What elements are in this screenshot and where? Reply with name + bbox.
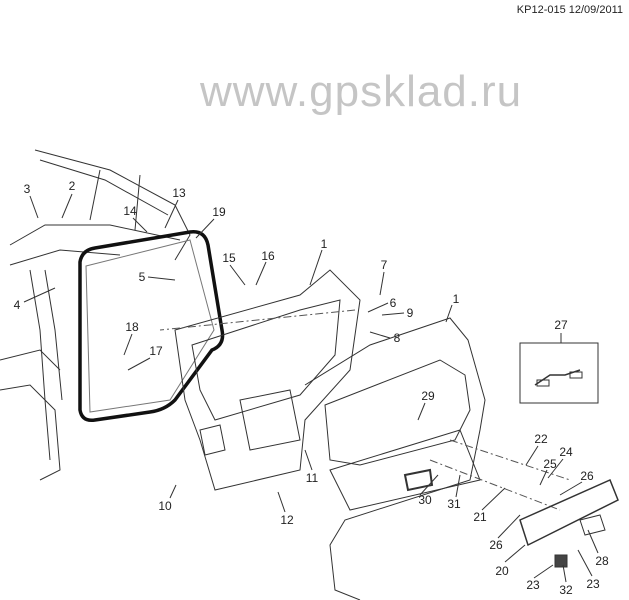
callout-leaders: [23, 193, 599, 583]
inset-box-27: [519, 342, 599, 404]
callout-7: 7: [380, 258, 388, 272]
callout-13: 13: [172, 186, 186, 200]
callout-23: 23: [526, 578, 540, 592]
callout-31: 31: [447, 497, 461, 511]
callout-3: 3: [23, 182, 31, 196]
callout-27: 27: [554, 318, 568, 332]
callout-21: 21: [473, 510, 487, 524]
callout-29: 29: [421, 389, 435, 403]
callout-15: 15: [222, 251, 236, 265]
callout-1: 1: [452, 292, 460, 306]
callout-28: 28: [595, 554, 609, 568]
callout-32: 32: [559, 583, 573, 597]
callout-30: 30: [418, 493, 432, 507]
callout-11: 11: [305, 471, 319, 485]
callout-8: 8: [393, 331, 401, 345]
assembly-lines: [159, 309, 571, 511]
callout-24: 24: [559, 445, 573, 459]
callout-23: 23: [586, 577, 600, 591]
liftgate-inner: [174, 269, 361, 491]
callout-10: 10: [158, 499, 172, 513]
callout-6: 6: [389, 296, 397, 310]
callout-22: 22: [534, 432, 548, 446]
body-structure: [0, 149, 191, 481]
callout-19: 19: [212, 205, 226, 219]
callout-18: 18: [125, 320, 139, 334]
callout-17: 17: [149, 344, 163, 358]
applique-bar: [519, 478, 619, 547]
callout-14: 14: [123, 204, 137, 218]
callout-2: 2: [68, 179, 76, 193]
liftgate-outer-panel: [304, 317, 486, 600]
callout-20: 20: [495, 564, 509, 578]
callout-26: 26: [489, 538, 503, 552]
emblem: [579, 514, 606, 536]
callout-9: 9: [406, 306, 414, 320]
callout-26: 26: [580, 469, 594, 483]
callout-25: 25: [543, 457, 557, 471]
callout-12: 12: [280, 513, 294, 527]
watermark: www.gpsklad.ru: [200, 67, 523, 116]
weatherstrip-seal: [78, 230, 225, 423]
diagram-reference: KP12-015 12/09/2011: [516, 4, 623, 16]
callout-4: 4: [13, 298, 21, 312]
callout-1: 1: [320, 237, 328, 251]
camera: [554, 554, 568, 568]
callout-5: 5: [138, 270, 146, 284]
callout-16: 16: [261, 249, 275, 263]
